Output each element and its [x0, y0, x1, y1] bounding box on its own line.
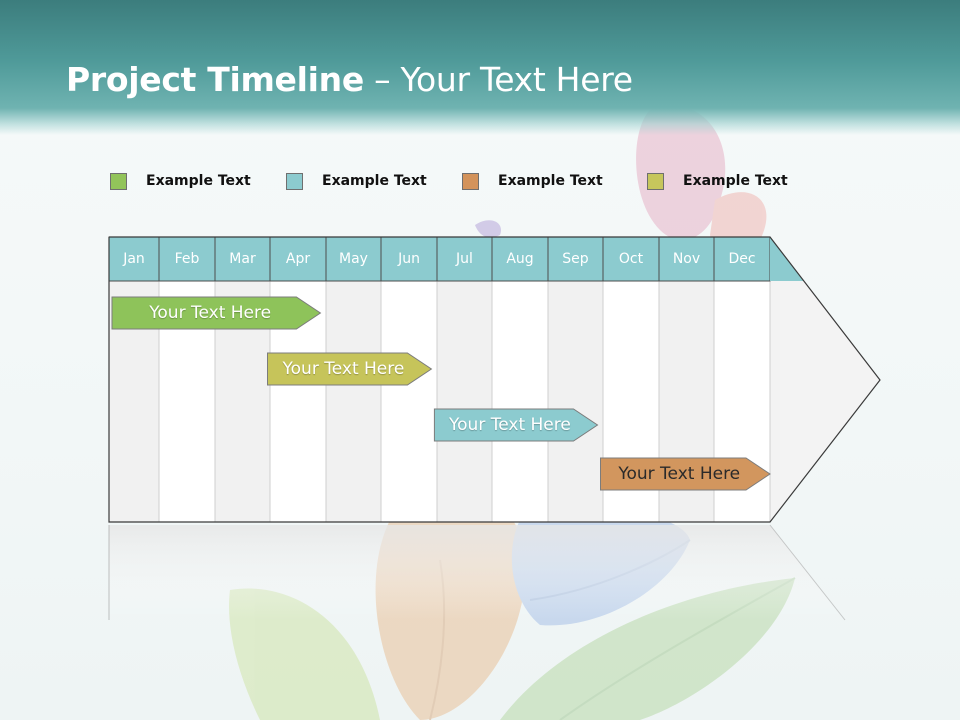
legend-label: Example Text [322, 173, 427, 189]
legend-label: Example Text [498, 173, 603, 189]
month-column [491, 280, 549, 523]
month-header-cell [547, 236, 604, 282]
month-label: May [339, 251, 368, 267]
task-label: Your Text Here [282, 359, 405, 379]
task-bar [111, 296, 322, 330]
month-label: Jan [123, 251, 145, 267]
task-bar [267, 352, 433, 386]
month-column [325, 280, 382, 523]
timeline-reflection-edge [769, 524, 846, 621]
legend-item: Example Text [462, 171, 603, 191]
month-label: Feb [174, 251, 200, 267]
timeline-reflection [109, 525, 845, 620]
month-header-cell [214, 236, 271, 282]
month-label: Aug [506, 251, 534, 267]
month-column [547, 280, 604, 523]
month-header-cell [325, 236, 382, 282]
legend-swatch [286, 172, 303, 190]
month-header-cell [602, 236, 660, 282]
month-label: Sep [562, 251, 589, 267]
legend-swatch [110, 172, 127, 190]
task-bar [600, 457, 771, 491]
legend-item: Example Text [110, 171, 251, 191]
month-header-cell [158, 236, 216, 282]
month-header-cell [269, 236, 327, 282]
legend-swatch [462, 172, 479, 190]
month-label: Apr [285, 251, 311, 267]
month-label: Dec [728, 251, 756, 267]
month-column [380, 280, 438, 523]
month-label: Jul [456, 251, 473, 267]
month-header-cell [658, 236, 715, 282]
month-label: Nov [672, 251, 701, 267]
month-label: Oct [618, 251, 644, 267]
title-bar [0, 0, 960, 135]
month-header-cell [713, 236, 771, 282]
timeline-outline [108, 236, 881, 523]
month-header-cell [491, 236, 549, 282]
month-column [436, 280, 493, 523]
slide-title-rest: – Your Text Here [363, 60, 633, 99]
legend-label: Example Text [146, 173, 251, 189]
task-label: Your Text Here [618, 464, 741, 484]
legend-item: Example Text [647, 171, 788, 191]
task-label: Your Text Here [449, 415, 571, 435]
month-label: Mar [229, 251, 256, 267]
task-bar [433, 408, 599, 442]
legend-label: Example Text [683, 173, 788, 189]
legend-item: Example Text [286, 171, 427, 191]
slide-title: Project Timeline – Your Text Here [66, 60, 633, 99]
legend-swatch [647, 172, 664, 190]
month-label: Jun [398, 251, 420, 267]
slide-title-bold: Project Timeline [66, 60, 364, 99]
task-label: Your Text Here [149, 303, 272, 323]
